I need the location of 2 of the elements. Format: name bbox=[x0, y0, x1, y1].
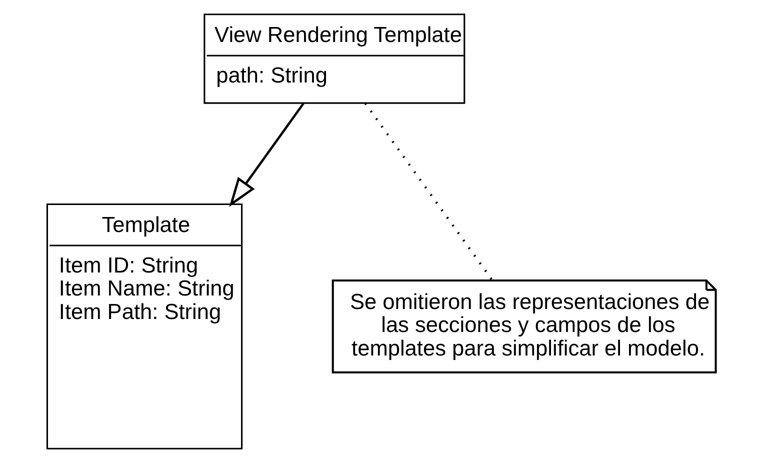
arrow bbox=[229, 102, 304, 207]
connector bbox=[364, 102, 494, 282]
